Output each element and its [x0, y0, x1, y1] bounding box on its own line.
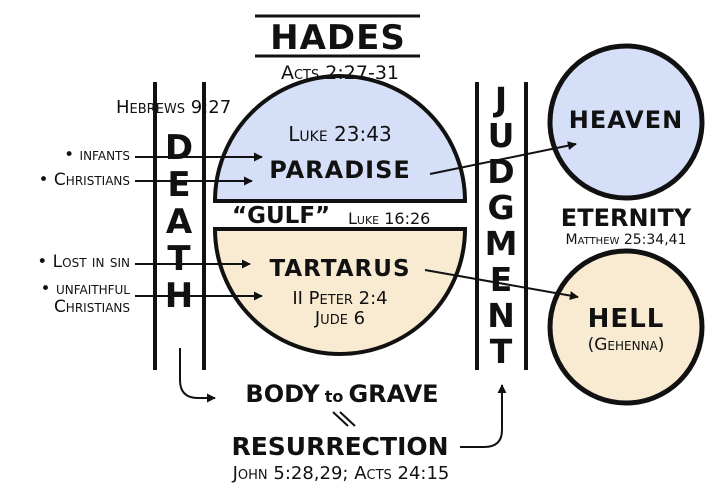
- input-unfaithful-christians: Christians: [53, 297, 130, 317]
- input-christians: • Christians: [38, 170, 131, 190]
- hell-circle: [547, 248, 705, 406]
- separator-slash-1: [332, 411, 349, 427]
- tartarus-reference-2: Jude 6: [314, 308, 366, 329]
- hades-title: HADES: [270, 18, 406, 58]
- body-label: BODY: [245, 380, 320, 408]
- judgment-letter: T: [489, 332, 513, 371]
- heaven-label: HEAVEN: [568, 106, 684, 134]
- gulf-reference: Luke 16:26: [348, 209, 431, 228]
- eternity-label: ETERNITY: [560, 204, 692, 232]
- judgment-letter: D: [487, 152, 515, 191]
- resurrection-reference: John 5:28,29; Acts 24:15: [232, 463, 450, 484]
- death-letter: A: [165, 202, 193, 242]
- hades-reference: Acts 2:27-31: [280, 62, 399, 84]
- judgment-letter: E: [489, 260, 513, 299]
- judgment-letter: N: [487, 296, 515, 335]
- arrow-death-to-grave: [179, 348, 216, 403]
- death-letter: D: [164, 128, 194, 168]
- input-infants: • infants: [64, 145, 130, 165]
- arrow-paradise-to-heaven: [429, 141, 577, 175]
- to-label: to: [324, 387, 344, 406]
- judgment-label: J U D G M E N T: [484, 82, 518, 370]
- heaven-circle: [547, 43, 705, 201]
- judgment-letter: G: [487, 188, 515, 227]
- paradise-half-circle: [212, 74, 468, 203]
- hell-label: HELL: [587, 304, 665, 334]
- resurrection-label: RESURRECTION: [231, 432, 449, 461]
- input-unfaithful: • unfaithful: [40, 279, 130, 299]
- tartarus-reference-1: II Peter 2:4: [292, 288, 388, 309]
- death-letter: T: [167, 239, 191, 279]
- separator-slash-2: [339, 411, 356, 427]
- body-to-grave: BODY to GRAVE: [226, 380, 458, 408]
- death-letter: E: [167, 165, 191, 205]
- judgment-letter: M: [484, 224, 518, 263]
- death-reference: Hebrews 9:27: [116, 97, 232, 118]
- judgment-letter: J: [494, 80, 508, 119]
- hell-sublabel: (Gehenna): [587, 335, 665, 355]
- grave-label: GRAVE: [348, 380, 439, 408]
- tartarus-label: TARTARUS: [269, 256, 411, 282]
- gulf-label: “GULF”: [232, 203, 331, 229]
- input-lost-in-sin: • Lost in sin: [37, 252, 130, 272]
- death-label: D E A T H: [162, 130, 196, 315]
- death-letter: H: [164, 276, 194, 316]
- eternity-reference: Matthew 25:34,41: [565, 232, 687, 248]
- judgment-letter: U: [487, 116, 515, 155]
- tartarus-half-circle: [212, 227, 468, 356]
- paradise-reference: Luke 23:43: [288, 122, 392, 146]
- arrow-resurrection-to-judgment: [460, 384, 507, 448]
- arrow-tartarus-to-hell: [424, 269, 579, 301]
- paradise-label: PARADISE: [269, 156, 411, 184]
